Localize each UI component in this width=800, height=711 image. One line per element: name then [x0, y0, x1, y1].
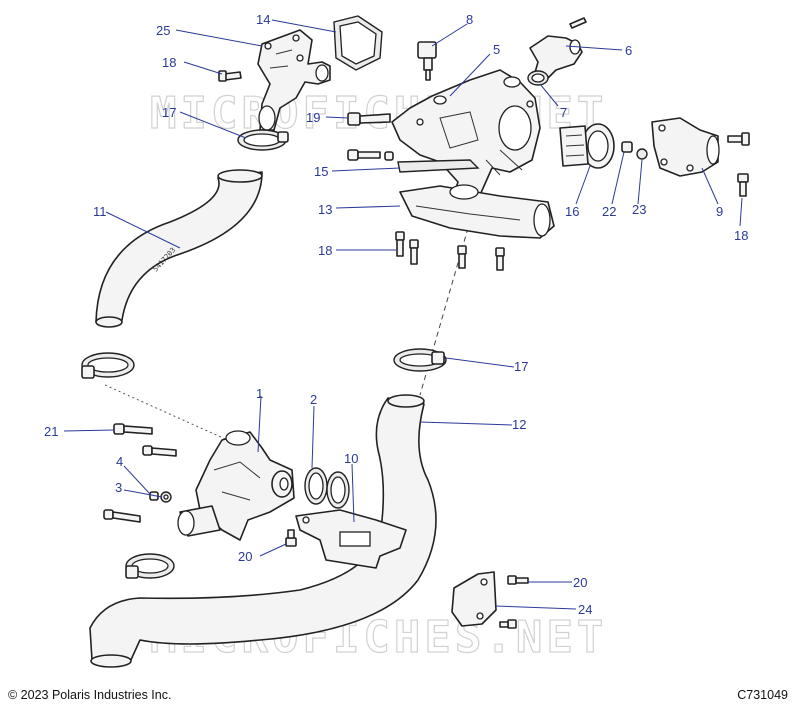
callout-22: 22 — [602, 204, 616, 219]
callout-20-right: 20 — [573, 575, 587, 590]
gasket-part-15 — [397, 159, 480, 173]
callout-6: 6 — [625, 43, 632, 58]
callout-3: 3 — [115, 480, 122, 495]
thermostat-part-16 — [559, 123, 615, 169]
bracket-part-10 — [295, 509, 407, 569]
bolt-pump-mid — [142, 445, 177, 457]
callout-16: 16 — [565, 204, 579, 219]
copyright-notice: © 2023 Polaris Industries Inc. — [8, 688, 172, 702]
callout-18-mid: 18 — [318, 243, 332, 258]
callout-13: 13 — [318, 202, 332, 217]
callout-17-mid: 17 — [514, 359, 528, 374]
outlet-housing-part-25 — [257, 29, 331, 131]
callout-19: 19 — [306, 110, 320, 125]
callout-20-left: 20 — [238, 549, 252, 564]
bolt-part-20b — [507, 575, 529, 585]
bolt-housing-left — [347, 149, 381, 161]
callout-15: 15 — [314, 164, 328, 179]
callout-18-right: 18 — [734, 228, 748, 243]
callout-23: 23 — [632, 202, 646, 217]
callout-25: 25 — [156, 23, 170, 38]
thermostat-cover-part-9 — [651, 117, 720, 177]
bolt-part-18b — [737, 173, 749, 197]
bolt-cover-top — [727, 132, 750, 146]
bolt-part-19 — [347, 112, 391, 126]
callout-18-top: 18 — [162, 55, 176, 70]
bolt-part-18c-4 — [495, 247, 505, 271]
plug-part-22 — [621, 141, 633, 153]
callout-17-top: 17 — [162, 105, 176, 120]
callout-7: 7 — [560, 105, 567, 120]
lower-hose-part-12 — [89, 394, 437, 668]
callout-12: 12 — [512, 417, 526, 432]
callout-24: 24 — [578, 602, 592, 617]
callout-4: 4 — [116, 454, 123, 469]
callout-11: 11 — [93, 204, 107, 219]
bolt-part-18c-1 — [395, 231, 405, 257]
callout-8: 8 — [466, 12, 473, 27]
bolt-part-18a — [218, 70, 242, 82]
bolt-part-20a — [285, 529, 297, 547]
diagram-code: C731049 — [737, 688, 788, 702]
callout-21: 21 — [44, 424, 58, 439]
dotted-alignment-line — [104, 384, 233, 443]
bolt-part-21 — [113, 423, 153, 435]
bolt-housing-right — [384, 151, 394, 161]
washer-part-23 — [636, 148, 648, 160]
callout-1: 1 — [256, 386, 263, 401]
bracket-part-24 — [451, 571, 497, 627]
leader-lines — [63, 19, 743, 610]
hose-clamp-left — [81, 352, 135, 379]
gasket-part-14 — [333, 15, 383, 71]
callout-10: 10 — [344, 451, 358, 466]
bolt-part-18c-3 — [457, 245, 467, 269]
hose-clamp-part-17b — [393, 348, 447, 372]
o-rings-part-2 — [304, 467, 350, 509]
water-outlet-part-13 — [399, 184, 555, 239]
bolt-part-18c-2 — [409, 239, 419, 265]
callout-2: 2 — [310, 392, 317, 407]
bolt-bracket-low — [499, 619, 517, 629]
hose-clamp-part-17a — [237, 129, 289, 151]
thermostat-housing-part-5 — [391, 69, 541, 211]
callout-5: 5 — [493, 42, 500, 57]
callout-14: 14 — [256, 12, 270, 27]
washer-part-3 — [160, 491, 172, 503]
upper-hose-part-11: 5417203 — [95, 169, 263, 328]
bolt-pump-low — [103, 509, 141, 523]
temperature-sensor-part-8 — [417, 41, 437, 81]
callout-9: 9 — [716, 204, 723, 219]
water-pump-part-1 — [177, 430, 295, 541]
hose-clamp-lower — [125, 553, 175, 579]
